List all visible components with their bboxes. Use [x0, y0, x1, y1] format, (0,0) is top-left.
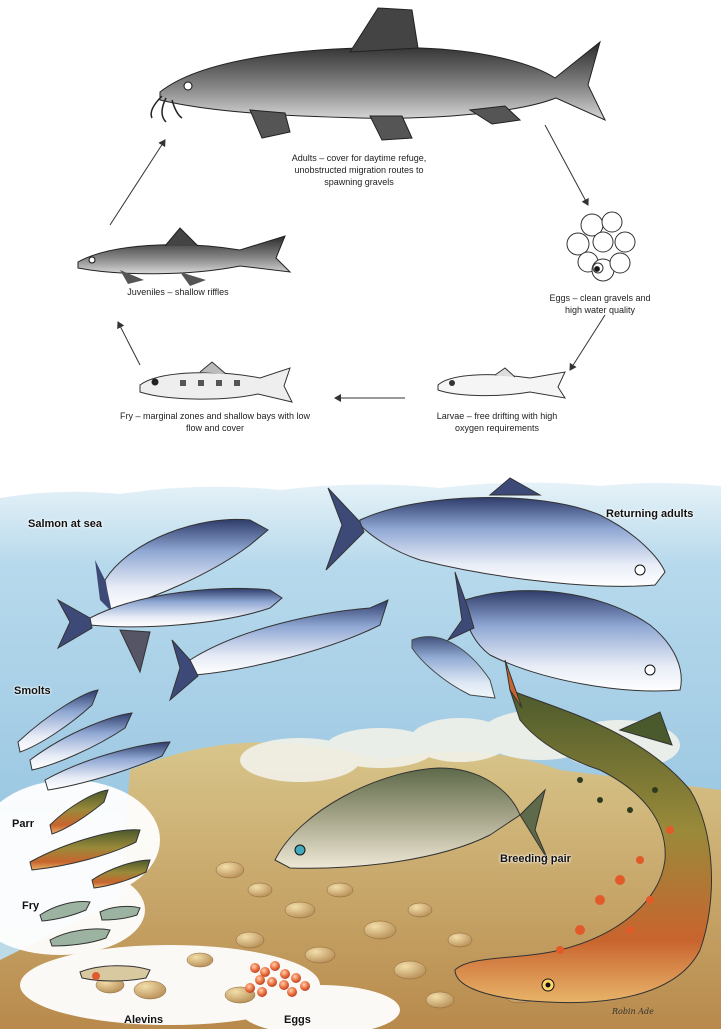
label-smolts: Smolts: [14, 685, 51, 697]
adult-fish: [151, 8, 605, 140]
larvae-caption: Larvae – free drifting with high oxygen …: [432, 410, 562, 434]
label-returning-adults: Returning adults: [606, 508, 693, 520]
artist-signature: Robin Ade: [612, 1007, 654, 1016]
label-alevins: Alevins: [124, 1014, 163, 1026]
label-breeding-pair: Breeding pair: [500, 853, 571, 865]
juveniles-caption: Juveniles – shallow riffles: [88, 286, 268, 298]
label-parr: Parr: [12, 818, 34, 830]
adults-caption: Adults – cover for daytime refuge, unobs…: [284, 152, 434, 188]
label-eggs: Eggs: [284, 1014, 311, 1026]
label-fry: Fry: [22, 900, 39, 912]
fry-caption: Fry – marginal zones and shallow bays wi…: [115, 410, 315, 434]
fry-fish: [140, 362, 292, 402]
larva: [438, 368, 565, 398]
eggs-caption: Eggs – clean gravels and high water qual…: [540, 292, 660, 316]
juvenile-fish: [78, 228, 290, 286]
egg-cluster: [567, 212, 635, 281]
label-salmon-at-sea: Salmon at sea: [28, 518, 102, 530]
